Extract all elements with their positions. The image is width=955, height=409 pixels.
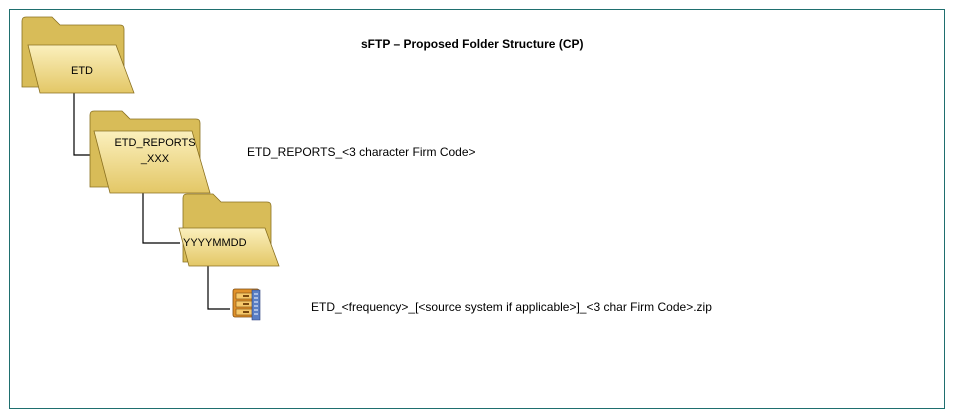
connector-date-to-file: [207, 265, 230, 310]
folder-reports-label: ETD_REPORTS _XXX: [109, 137, 201, 166]
diagram-title: sFTP – Proposed Folder Structure (CP): [361, 37, 584, 51]
connector-reports-to-date: [142, 180, 180, 244]
folder-etd-reports[interactable]: ETD_REPORTS _XXX: [84, 109, 214, 195]
folder-etd-label: ETD: [71, 65, 93, 77]
zip-file[interactable]: [230, 286, 266, 322]
folder-date-label: YYYYMMDD: [183, 237, 247, 249]
folder-reports-label-line1: ETD_REPORTS: [114, 137, 196, 149]
reports-description: ETD_REPORTS_<3 character Firm Code>: [247, 145, 476, 159]
file-description: ETD_<frequency>_[<source system if appli…: [311, 300, 712, 314]
zip-archive-icon: [232, 288, 261, 321]
tree-connectors: [73, 93, 230, 310]
folder-yyyymmdd[interactable]: YYYYMMDD: [163, 192, 283, 272]
folder-icon: [178, 193, 280, 267]
folder-etd[interactable]: ETD: [16, 15, 136, 95]
folder-reports-label-line2: _XXX: [140, 153, 170, 165]
folder-icon: [21, 16, 135, 94]
folder-icon: [89, 110, 211, 194]
